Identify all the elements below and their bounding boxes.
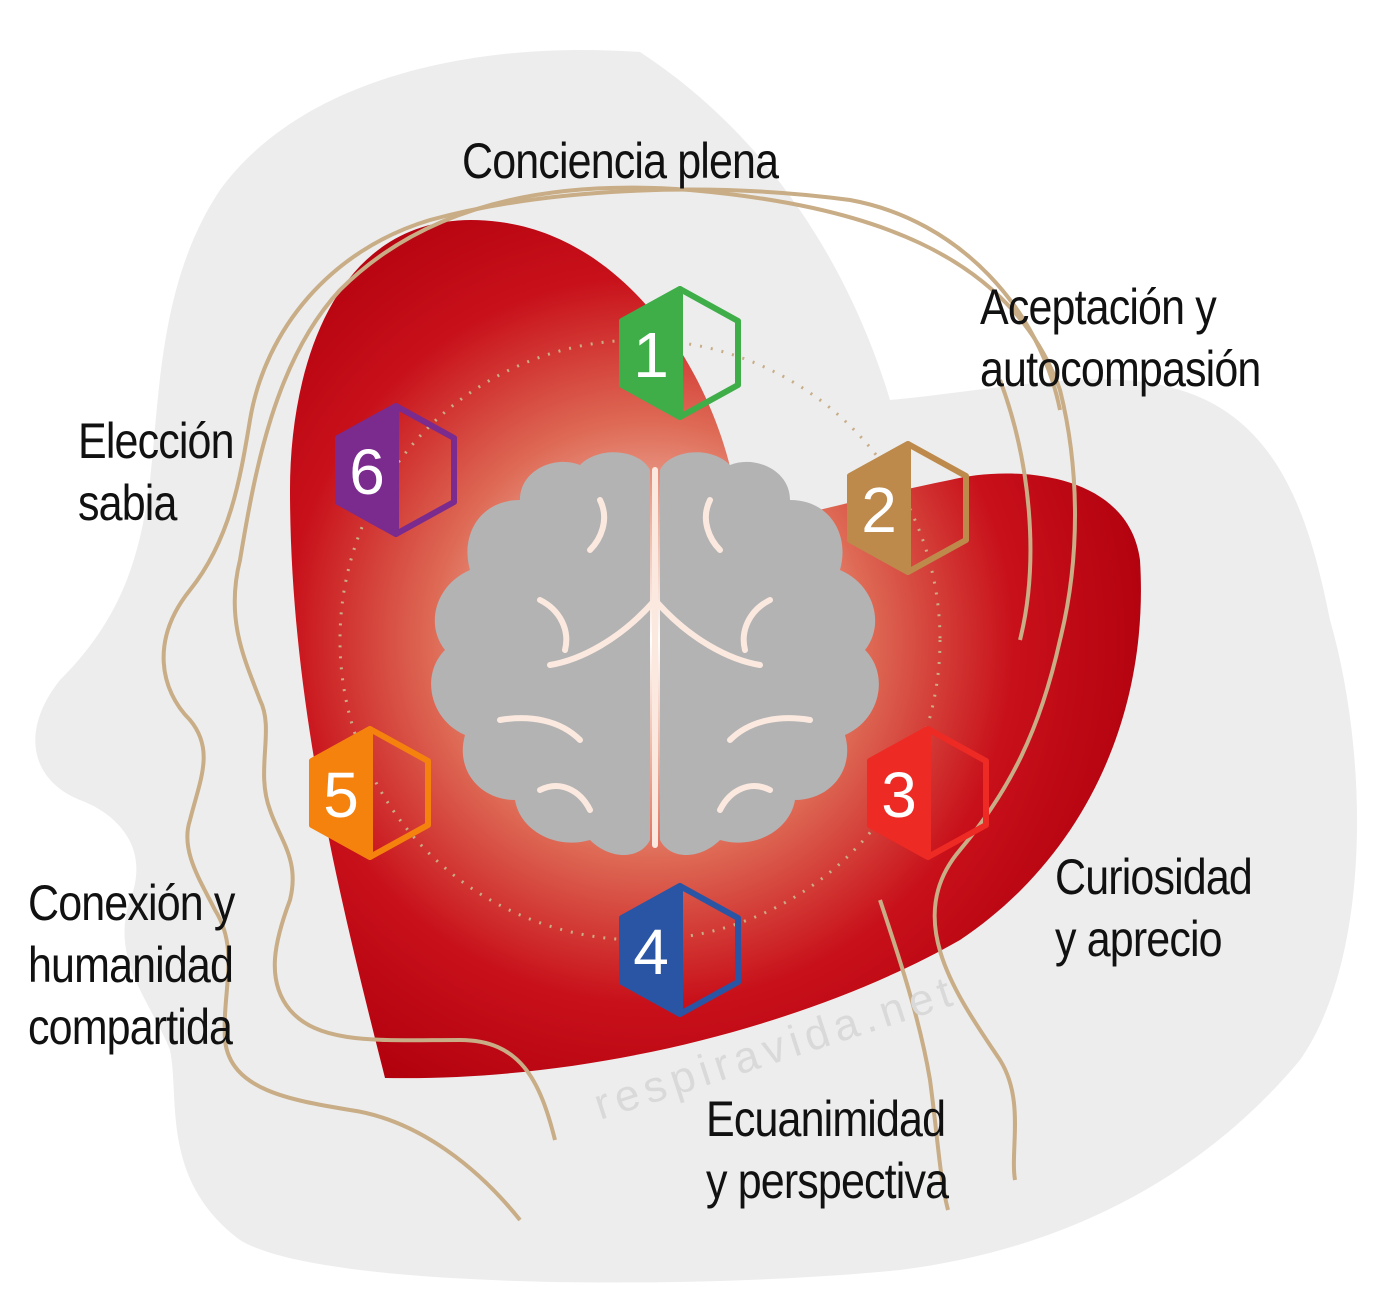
step-4-number: 4 (633, 916, 669, 988)
step-2-label: Aceptación y autocompasión (980, 279, 1261, 397)
step-5-label: Conexión y humanidad compartida (28, 875, 235, 1055)
brain-icon (431, 452, 879, 855)
step-6-label: Elección sabia (78, 413, 235, 531)
step-5-badge: 5 (309, 726, 431, 860)
dotted-ring (338, 338, 942, 942)
step-6-badge: 6 (335, 403, 457, 537)
step-5-number: 5 (323, 759, 359, 831)
step-1-label: Conciencia plena (462, 133, 779, 189)
step-4-label: Ecuanimidad y perspectiva (706, 1091, 949, 1209)
step-3-badge: 3 (867, 726, 989, 860)
step-3-label: Curiosidad y aprecio (1055, 849, 1253, 967)
step-2-number: 2 (861, 474, 897, 546)
step-3-number: 3 (881, 759, 917, 831)
step-1-badge: 1 (619, 286, 741, 420)
step-2-badge: 2 (847, 441, 969, 575)
step-4-badge: 4 (619, 883, 741, 1017)
step-6-number: 6 (349, 436, 385, 508)
step-1-number: 1 (633, 319, 669, 391)
